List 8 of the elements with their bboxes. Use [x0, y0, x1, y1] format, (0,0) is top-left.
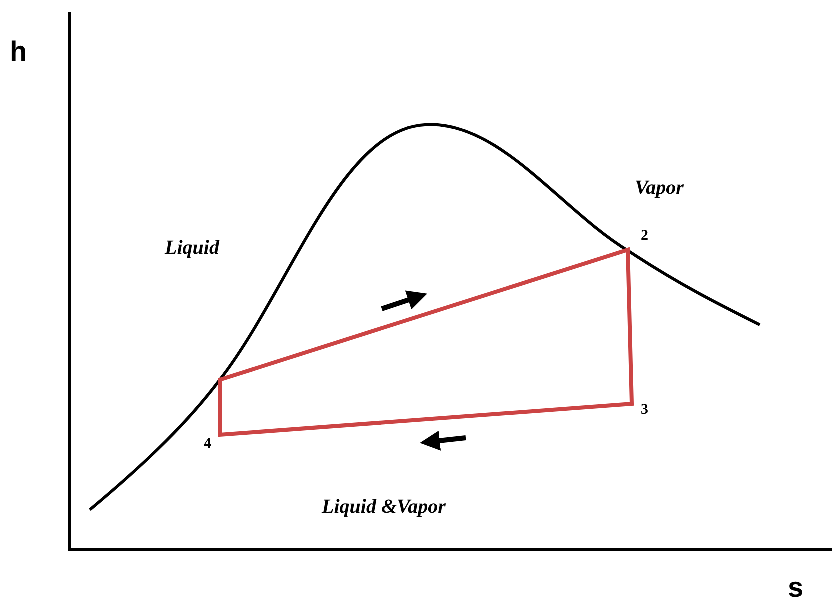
region-label: Liquid [165, 238, 220, 258]
region-label: Vapor [635, 178, 684, 198]
axis-label: s [788, 574, 804, 602]
point-label: 3 [641, 403, 648, 418]
point-label: 4 [204, 437, 212, 452]
point-label: 2 [641, 229, 648, 244]
axis-label: h [10, 38, 28, 66]
region-label: Liquid &Vapor [322, 497, 446, 517]
